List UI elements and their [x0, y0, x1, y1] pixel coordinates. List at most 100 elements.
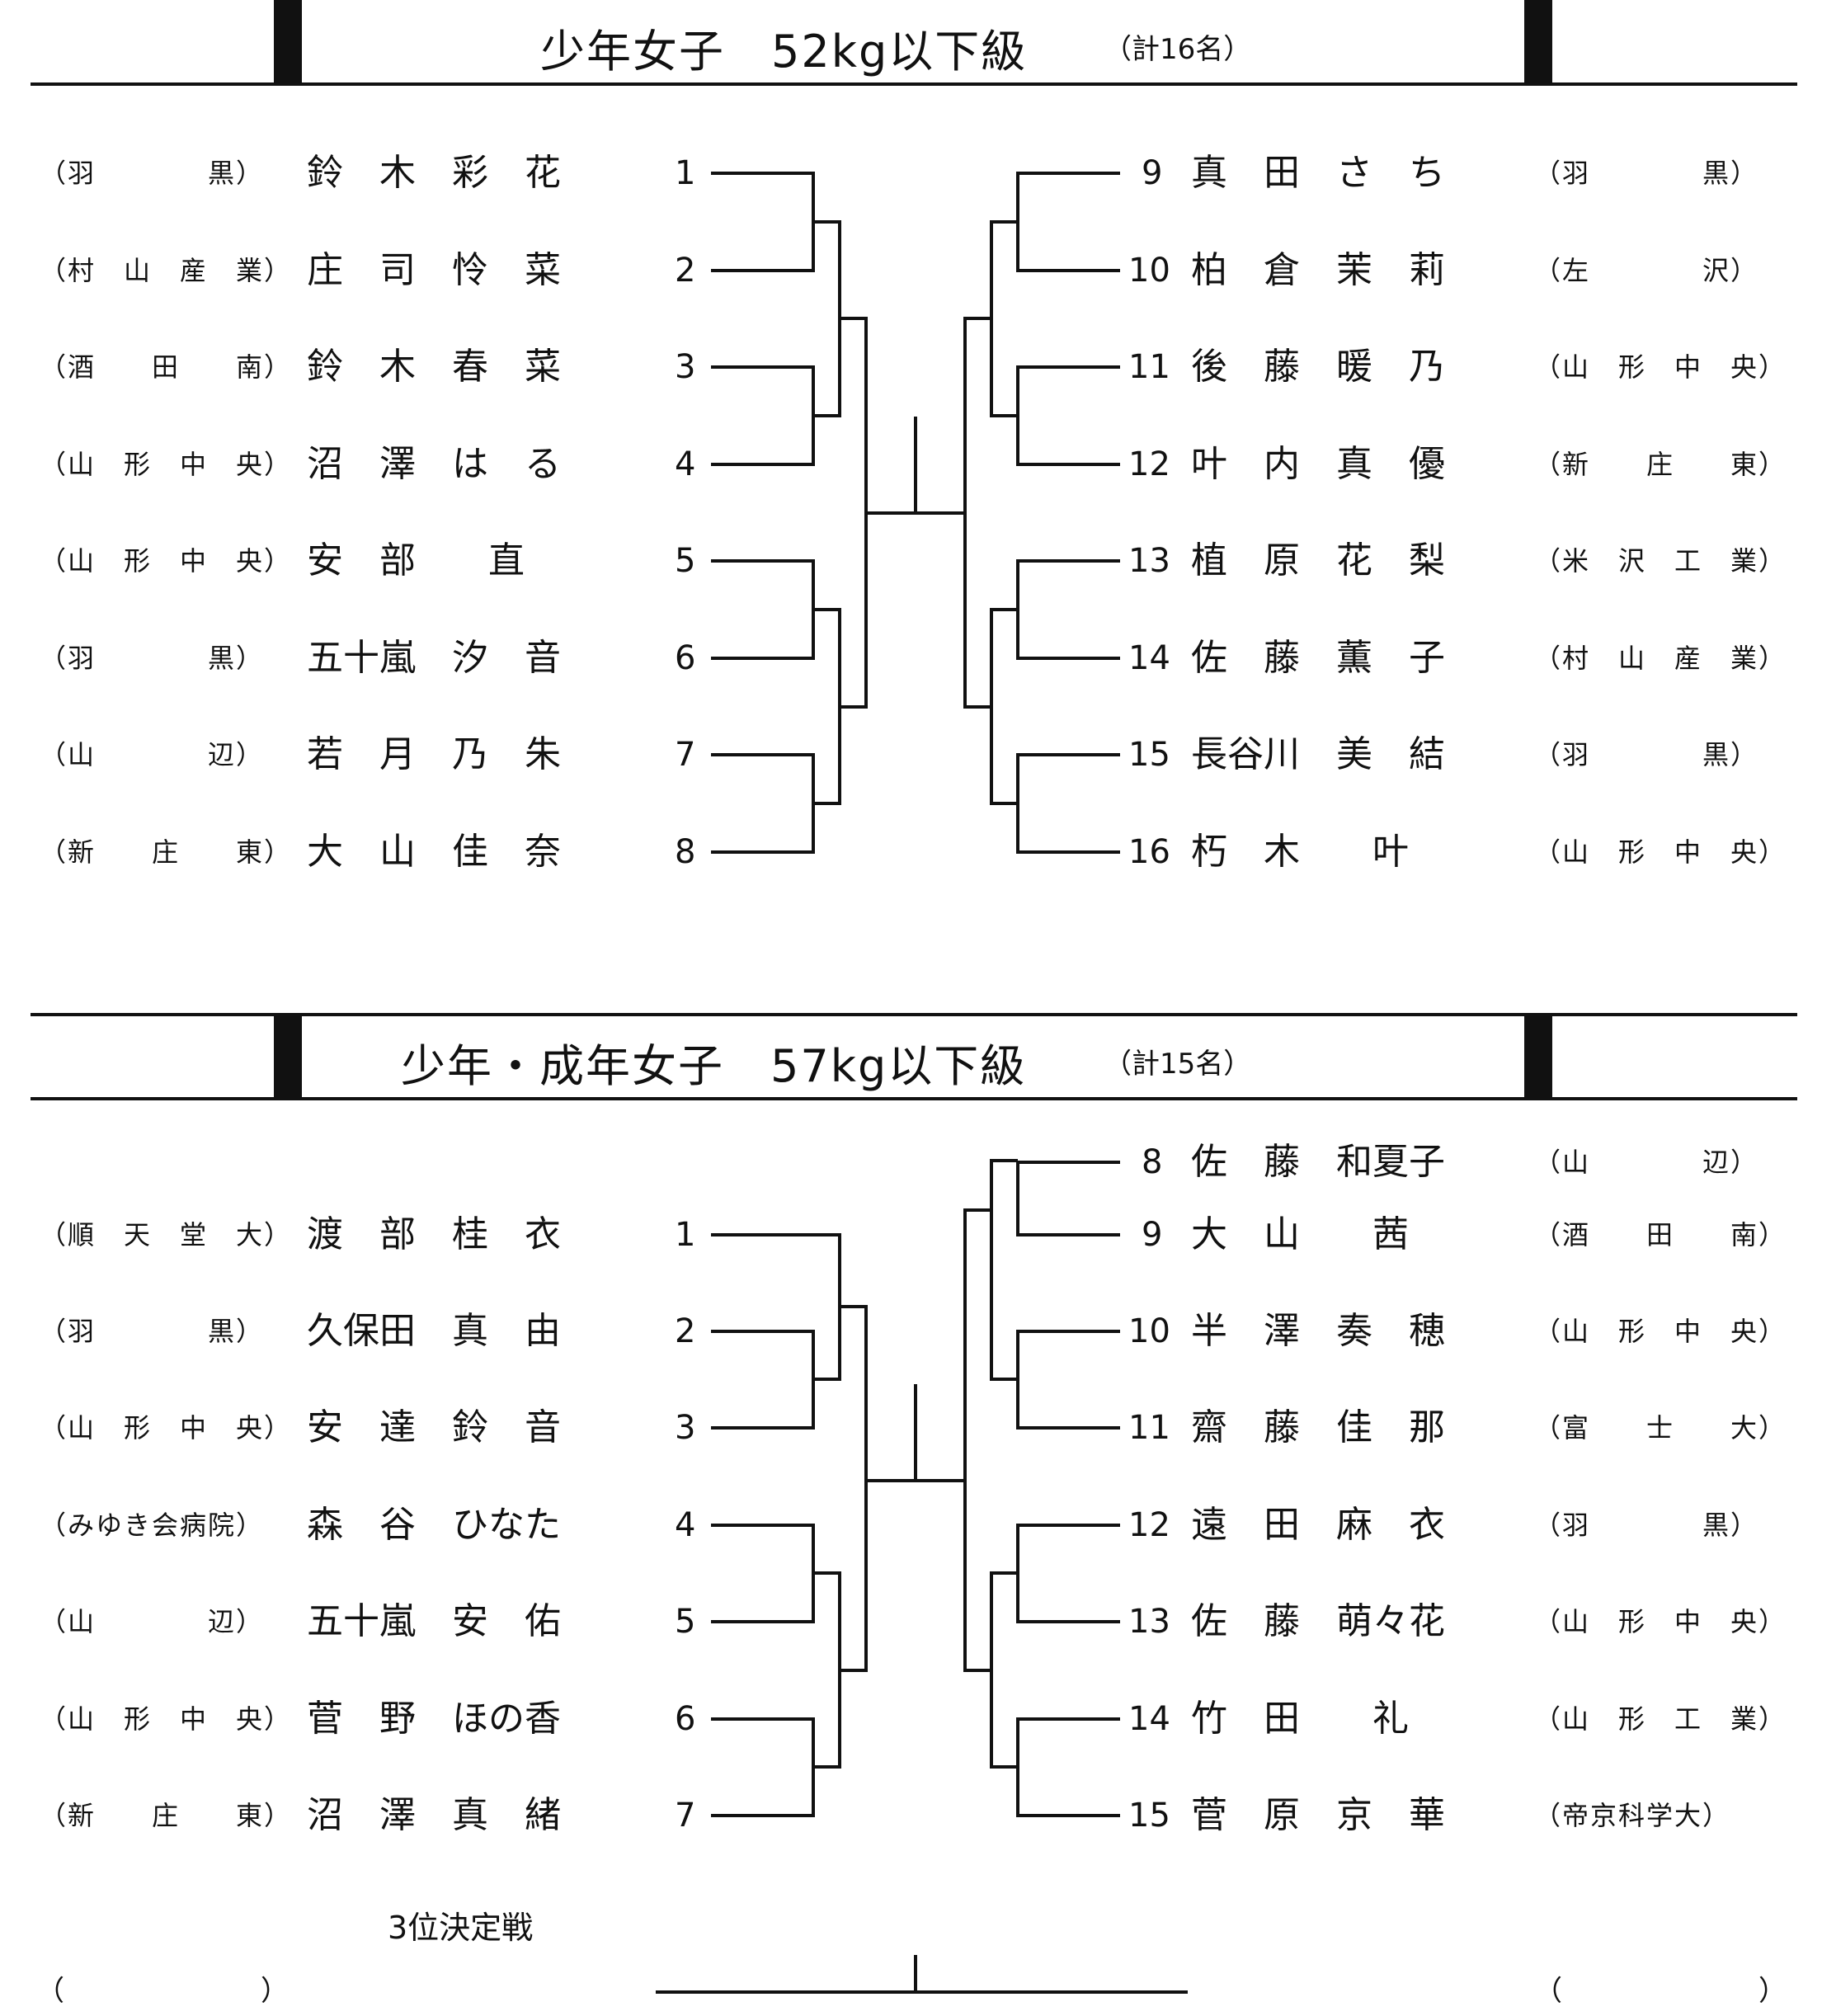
entry-name: 五十嵐 安 佑 — [307, 1600, 561, 1642]
entry-right: 12 遠 田 麻 衣 （羽 黒） — [1122, 1500, 1822, 1550]
entry-left: （山 辺） 若 月 乃 朱 7 — [0, 730, 742, 780]
header-rule — [31, 82, 1797, 86]
entry-seed: 12 — [1128, 445, 1170, 483]
entry-name: 叶 内 真 優 — [1191, 443, 1445, 485]
entry-left: （山 辺） 五十嵐 安 佑 5 — [0, 1597, 742, 1646]
entry-seed: 11 — [1128, 1409, 1170, 1447]
third-place-right-school: （ ） — [1534, 1975, 1787, 2008]
entry-right: 10 柏 倉 茉 莉 （左 沢） — [1122, 246, 1822, 295]
header-bar-right — [1524, 0, 1552, 84]
bracket-57kg: 少年・成年女子 57kg以下級 （計15名） — [0, 1006, 1822, 2016]
entry-seed: 8 — [675, 833, 696, 871]
entry-name: 鈴 木 春 菜 — [307, 346, 561, 388]
entry-right: 13 植 原 花 梨 （米 沢 工 業） — [1122, 536, 1822, 586]
entry-school: （山 辺） — [40, 739, 265, 770]
entry-school: （富 士 大） — [1534, 1412, 1787, 1444]
entry-left: （山 形 中 央） 沼 澤 は る 4 — [0, 440, 742, 489]
entry-seed: 16 — [1128, 833, 1170, 871]
division-title: 少年・成年女子 57kg以下級 — [401, 1040, 1027, 1092]
entry-left: （村 山 産 業） 庄 司 怜 菜 2 — [0, 246, 742, 295]
entry-school: （山 形 中 央） — [1534, 836, 1787, 868]
entry-school: （山 形 中 央） — [40, 1412, 293, 1444]
entry-left: （山 形 中 央） 安 部 直 5 — [0, 536, 742, 586]
entry-name: 安 部 直 — [307, 539, 525, 582]
entry-count: （計15名） — [1104, 1048, 1252, 1081]
entry-school: （山 辺） — [40, 1606, 265, 1637]
entry-school: （村 山 産 業） — [40, 255, 293, 286]
entry-seed: 13 — [1128, 542, 1170, 580]
entry-left: （羽 黒） 鈴 木 彩 花 1 — [0, 148, 742, 198]
entry-right: 14 佐 藤 薫 子 （村 山 産 業） — [1122, 634, 1822, 683]
bracket-lines — [656, 1159, 1188, 1994]
entry-school: （山 形 中 央） — [1534, 351, 1787, 383]
entry-school: （山 辺） — [1534, 1147, 1759, 1178]
entry-name: 若 月 乃 朱 — [307, 733, 561, 775]
entry-name: 佐 藤 薫 子 — [1191, 637, 1445, 679]
entry-name: 菅 原 京 華 — [1191, 1794, 1445, 1836]
entry-name: 後 藤 暖 乃 — [1191, 346, 1445, 388]
entry-name: 菅 野 ほの香 — [307, 1698, 561, 1740]
entry-school: （村 山 産 業） — [1534, 643, 1787, 674]
entry-name: 五十嵐 汐 音 — [307, 637, 561, 679]
header-top-rule — [31, 1013, 1797, 1016]
bracket-52kg: 少年女子 52kg以下級 （計16名） — [0, 0, 1822, 990]
entry-right: 15 長谷川 美 結 （羽 黒） — [1122, 730, 1822, 780]
entry-school: （新 庄 東） — [40, 1800, 293, 1831]
entry-count: （計16名） — [1104, 33, 1252, 66]
entry-left: （順 天 堂 大） 渡 部 桂 衣 1 — [0, 1210, 742, 1260]
entry-name: 鈴 木 彩 花 — [307, 152, 561, 194]
entry-name: 大 山 佳 奈 — [307, 831, 561, 873]
entry-school: （羽 黒） — [1534, 158, 1759, 189]
division-title: 少年女子 52kg以下級 — [540, 26, 1028, 78]
entry-school: （新 庄 東） — [1534, 449, 1787, 480]
header-bar-right — [1524, 1013, 1552, 1099]
entry-seed: 1 — [675, 154, 696, 192]
entry-seed: 7 — [675, 1797, 696, 1835]
entry-left: （みゆき会病院） 森 谷 ひなた 4 — [0, 1500, 742, 1550]
entry-name: 佐 藤 萌々花 — [1191, 1600, 1445, 1642]
entry-seed: 1 — [675, 1216, 696, 1254]
bracket-lines — [711, 172, 1120, 854]
header-bar-left — [274, 0, 302, 84]
entry-name: 竹 田 礼 — [1191, 1698, 1409, 1740]
entry-seed: 9 — [1142, 1216, 1163, 1254]
entry-seed: 5 — [675, 1603, 696, 1641]
entry-seed: 15 — [1128, 736, 1170, 774]
header-rule — [31, 1097, 1797, 1100]
entry-left: （山 形 中 央） 安 達 鈴 音 3 — [0, 1403, 742, 1453]
entry-name: 朽 木 叶 — [1191, 831, 1409, 873]
entry-left: （酒 田 南） 鈴 木 春 菜 3 — [0, 342, 742, 392]
entry-school: （新 庄 東） — [40, 836, 293, 868]
entry-seed: 4 — [675, 1506, 696, 1544]
entry-name: 久保田 真 由 — [307, 1310, 561, 1352]
entry-right: 15 菅 原 京 華 （帝京科学大） — [1122, 1791, 1822, 1840]
entry-left: （新 庄 東） 沼 澤 真 緒 7 — [0, 1791, 742, 1840]
entry-seed: 4 — [675, 445, 696, 483]
entry-right: 14 竹 田 礼 （山 形 工 業） — [1122, 1694, 1822, 1744]
entry-school: （山 形 中 央） — [1534, 1606, 1787, 1637]
entry-left: （新 庄 東） 大 山 佳 奈 8 — [0, 827, 742, 877]
entry-seed: 8 — [1142, 1143, 1163, 1181]
entry-right: 11 齋 藤 佳 那 （富 士 大） — [1122, 1403, 1822, 1453]
entry-right: 11 後 藤 暖 乃 （山 形 中 央） — [1122, 342, 1822, 392]
entry-name: 柏 倉 茉 莉 — [1191, 249, 1445, 291]
entry-name: 大 山 茜 — [1191, 1213, 1409, 1255]
entry-right: 9 大 山 茜 （酒 田 南） — [1122, 1210, 1822, 1260]
entry-name: 半 澤 奏 穂 — [1191, 1310, 1445, 1352]
entry-school: （順 天 堂 大） — [40, 1219, 293, 1251]
entry-name: 庄 司 怜 菜 — [307, 249, 561, 291]
entry-name: 植 原 花 梨 — [1191, 539, 1445, 582]
entry-seed: 15 — [1128, 1797, 1170, 1835]
entry-school: （山 形 中 央） — [40, 545, 293, 577]
entry-right: 8 佐 藤 和夏子 （山 辺） — [1122, 1138, 1822, 1187]
entry-right: 13 佐 藤 萌々花 （山 形 中 央） — [1122, 1597, 1822, 1646]
entry-left: （山 形 中 央） 菅 野 ほの香 6 — [0, 1694, 742, 1744]
third-place-label: 3位決定戦 — [388, 1910, 534, 1946]
entry-right: 16 朽 木 叶 （山 形 中 央） — [1122, 827, 1822, 877]
entry-school: （山 形 中 央） — [1534, 1316, 1787, 1347]
entry-school: （山 形 中 央） — [40, 1703, 293, 1735]
entry-right: 10 半 澤 奏 穂 （山 形 中 央） — [1122, 1307, 1822, 1356]
entry-name: 齋 藤 佳 那 — [1191, 1406, 1445, 1448]
entry-right: 9 真 田 さ ち （羽 黒） — [1122, 148, 1822, 198]
entry-school: （羽 黒） — [40, 1316, 265, 1347]
